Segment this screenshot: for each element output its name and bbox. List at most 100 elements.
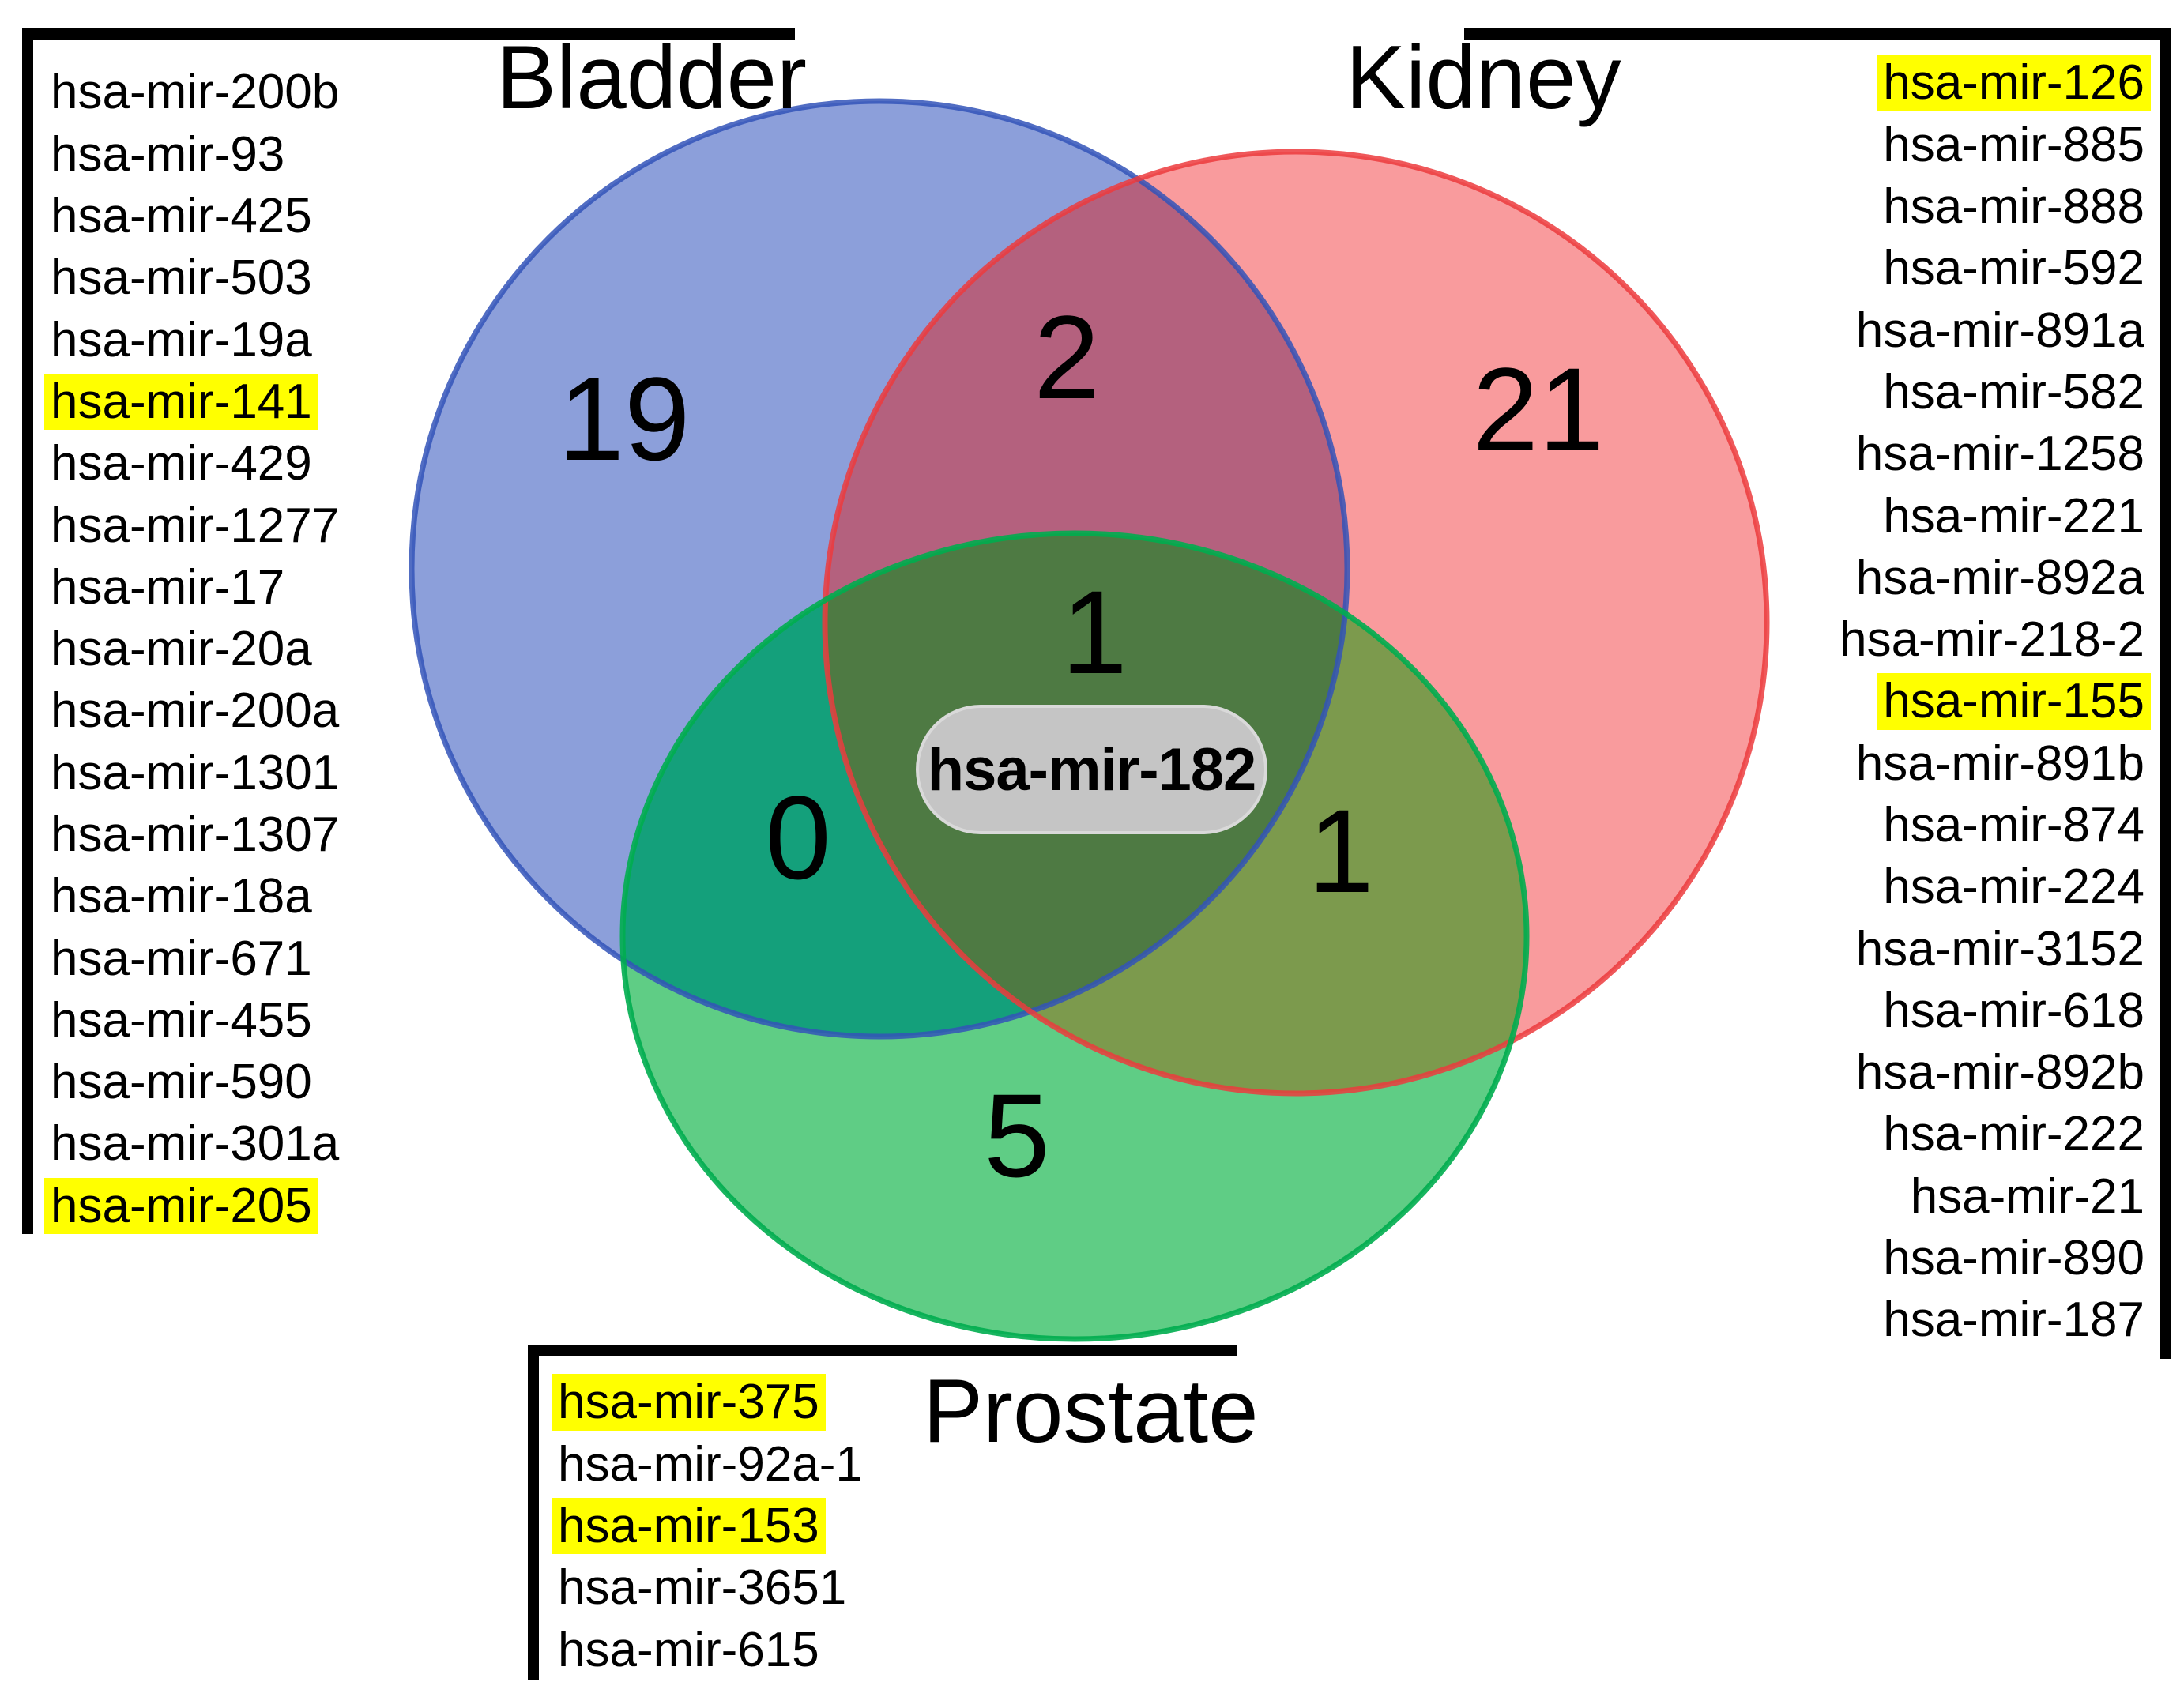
mirna-label: hsa-mir-1277 <box>51 498 340 553</box>
kidney-bracket-horizontal <box>1464 28 2171 40</box>
list-item: hsa-mir-20a <box>44 619 345 680</box>
center-mirna-label: hsa-mir-182 <box>927 736 1257 803</box>
mirna-label: hsa-mir-221 <box>1883 488 2144 544</box>
list-item: hsa-mir-21 <box>1756 1165 2151 1227</box>
list-item: hsa-mir-153 <box>552 1496 869 1557</box>
mirna-label: hsa-mir-126 <box>1877 55 2151 111</box>
list-item: hsa-mir-155 <box>1756 671 2151 732</box>
mirna-label: hsa-mir-200a <box>51 683 340 739</box>
mirna-label: hsa-mir-891b <box>1855 736 2144 791</box>
mirna-label: hsa-mir-592 <box>1883 241 2144 296</box>
mirna-label: hsa-mir-885 <box>1883 117 2144 172</box>
prostate-bracket-vertical <box>528 1345 539 1680</box>
mirna-label: hsa-mir-20a <box>51 622 312 677</box>
list-item: hsa-mir-187 <box>1756 1289 2151 1351</box>
mirna-label: hsa-mir-429 <box>51 436 312 491</box>
list-item: hsa-mir-3152 <box>1756 918 2151 980</box>
mirna-label: hsa-mir-92a-1 <box>558 1436 863 1492</box>
mirna-label: hsa-mir-888 <box>1883 179 2144 235</box>
mirna-label: hsa-mir-141 <box>44 373 318 431</box>
list-item: hsa-mir-874 <box>1756 795 2151 856</box>
kidney-circle-outline <box>822 149 1770 1097</box>
list-item: hsa-mir-221 <box>1756 485 2151 547</box>
bladder-bracket-horizontal <box>22 28 795 40</box>
mirna-label: hsa-mir-582 <box>1883 364 2144 420</box>
list-item: hsa-mir-888 <box>1756 176 2151 238</box>
list-item: hsa-mir-200a <box>44 680 345 742</box>
list-item: hsa-mir-615 <box>552 1619 869 1680</box>
count-bladder-kidney: 2 <box>1034 291 1100 423</box>
list-item: hsa-mir-1307 <box>44 804 345 866</box>
list-item: hsa-mir-200b <box>44 62 345 123</box>
list-item: hsa-mir-582 <box>1756 361 2151 423</box>
list-item: hsa-mir-18a <box>44 866 345 928</box>
mirna-label: hsa-mir-375 <box>552 1374 826 1431</box>
mirna-label: hsa-mir-503 <box>51 250 312 306</box>
mirna-label: hsa-mir-455 <box>51 992 312 1048</box>
count-prostate-only: 5 <box>984 1069 1050 1202</box>
list-item: hsa-mir-222 <box>1756 1104 2151 1165</box>
mirna-label: hsa-mir-1301 <box>51 745 340 800</box>
center-mirna-pill: hsa-mir-182 <box>916 705 1267 834</box>
bladder-circle-outline <box>409 98 1350 1040</box>
list-item: hsa-mir-618 <box>1756 980 2151 1041</box>
count-all-three: 1 <box>1061 566 1128 698</box>
all-three-overlap <box>825 533 1347 1037</box>
list-item: hsa-mir-205 <box>44 1175 345 1236</box>
mirna-label: hsa-mir-153 <box>552 1498 826 1555</box>
mirna-label: hsa-mir-218-2 <box>1839 612 2144 668</box>
mirna-label: hsa-mir-17 <box>51 559 285 615</box>
mirna-label: hsa-mir-222 <box>1883 1107 2144 1162</box>
count-kidney-only: 21 <box>1472 343 1605 476</box>
list-item: hsa-mir-1277 <box>44 495 345 556</box>
mirna-label: hsa-mir-874 <box>1883 797 2144 852</box>
count-bladder-only: 19 <box>558 352 691 485</box>
list-item: hsa-mir-429 <box>44 433 345 495</box>
mirna-label: hsa-mir-21 <box>1910 1168 2144 1224</box>
mirna-label: hsa-mir-19a <box>51 312 312 367</box>
mirna-label: hsa-mir-1258 <box>1855 427 2144 482</box>
list-item: hsa-mir-93 <box>44 123 345 185</box>
mirna-label: hsa-mir-18a <box>51 869 312 924</box>
mirna-label: hsa-mir-224 <box>1883 860 2144 915</box>
list-item: hsa-mir-892b <box>1756 1042 2151 1104</box>
list-item: hsa-mir-1301 <box>44 742 345 803</box>
mirna-label: hsa-mir-205 <box>44 1177 318 1235</box>
list-item: hsa-mir-1258 <box>1756 423 2151 485</box>
list-item: hsa-mir-19a <box>44 309 345 371</box>
mirna-label: hsa-mir-301a <box>51 1116 340 1172</box>
list-item: hsa-mir-455 <box>44 989 345 1051</box>
mirna-label: hsa-mir-3152 <box>1855 921 2144 976</box>
list-item: hsa-mir-375 <box>552 1372 869 1433</box>
list-item: hsa-mir-224 <box>1756 856 2151 918</box>
mirna-label: hsa-mir-618 <box>1883 983 2144 1038</box>
mirna-label: hsa-mir-590 <box>51 1055 312 1110</box>
list-item: hsa-mir-92a-1 <box>552 1433 869 1495</box>
mirna-label: hsa-mir-93 <box>51 126 285 182</box>
prostate-circle-outline <box>619 530 1530 1342</box>
mirna-label: hsa-mir-187 <box>1883 1293 2144 1348</box>
mirna-label: hsa-mir-892b <box>1855 1045 2144 1101</box>
list-item: hsa-mir-301a <box>44 1113 345 1175</box>
prostate-title: Prostate <box>923 1361 1259 1462</box>
list-item: hsa-mir-425 <box>44 186 345 247</box>
prostate-bracket-horizontal <box>528 1345 1237 1356</box>
count-kidney-prostate: 1 <box>1308 785 1374 917</box>
list-item: hsa-mir-890 <box>1756 1228 2151 1289</box>
list-item: hsa-mir-891b <box>1756 732 2151 794</box>
mirna-label: hsa-mir-155 <box>1877 673 2151 730</box>
count-bladder-prostate: 0 <box>765 771 831 904</box>
list-item: hsa-mir-17 <box>44 556 345 618</box>
list-item: hsa-mir-590 <box>44 1052 345 1113</box>
kidney-title: Kidney <box>1346 28 1621 128</box>
kidney-bracket-vertical <box>2160 28 2171 1359</box>
list-item: hsa-mir-885 <box>1756 114 2151 175</box>
mirna-label: hsa-mir-891a <box>1855 303 2144 358</box>
mirna-label: hsa-mir-615 <box>558 1622 819 1677</box>
list-item: hsa-mir-218-2 <box>1756 609 2151 671</box>
list-item: hsa-mir-3651 <box>552 1557 869 1619</box>
mirna-label: hsa-mir-892a <box>1855 550 2144 605</box>
